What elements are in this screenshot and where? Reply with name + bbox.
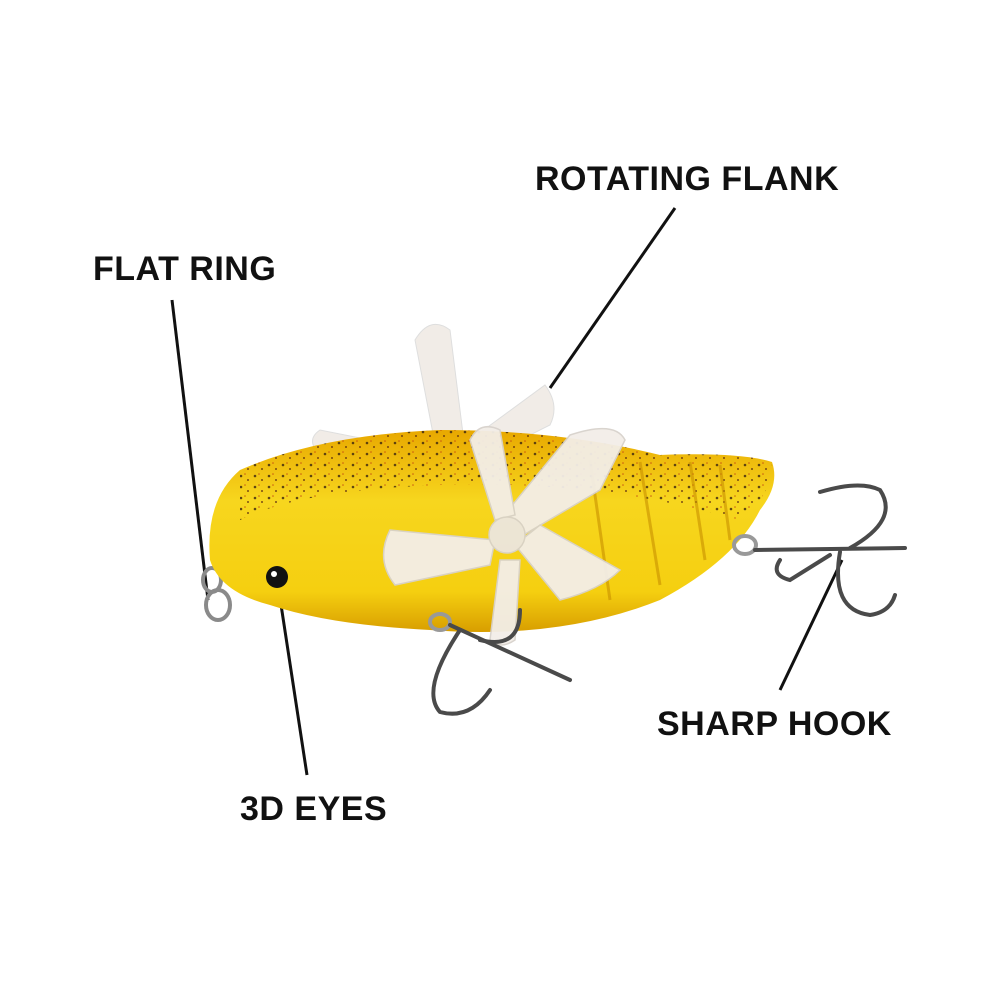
flat-ring-label: FLAT RING [93,250,277,288]
rotating-flank-label: ROTATING FLANK [535,160,840,198]
sharp-hook-label: SHARP HOOK [657,705,892,743]
flat-ring [201,566,232,622]
eye [266,566,288,588]
belly-treble-hook [428,608,572,716]
eyes-label: 3D EYES [240,790,388,828]
sharp-hook-leader-line [778,559,844,691]
rotating-flank-leader-line [548,207,677,389]
tail-treble-hook [732,483,907,618]
flat-ring-leader-line [170,299,210,601]
eyes-leader-line [276,584,309,776]
